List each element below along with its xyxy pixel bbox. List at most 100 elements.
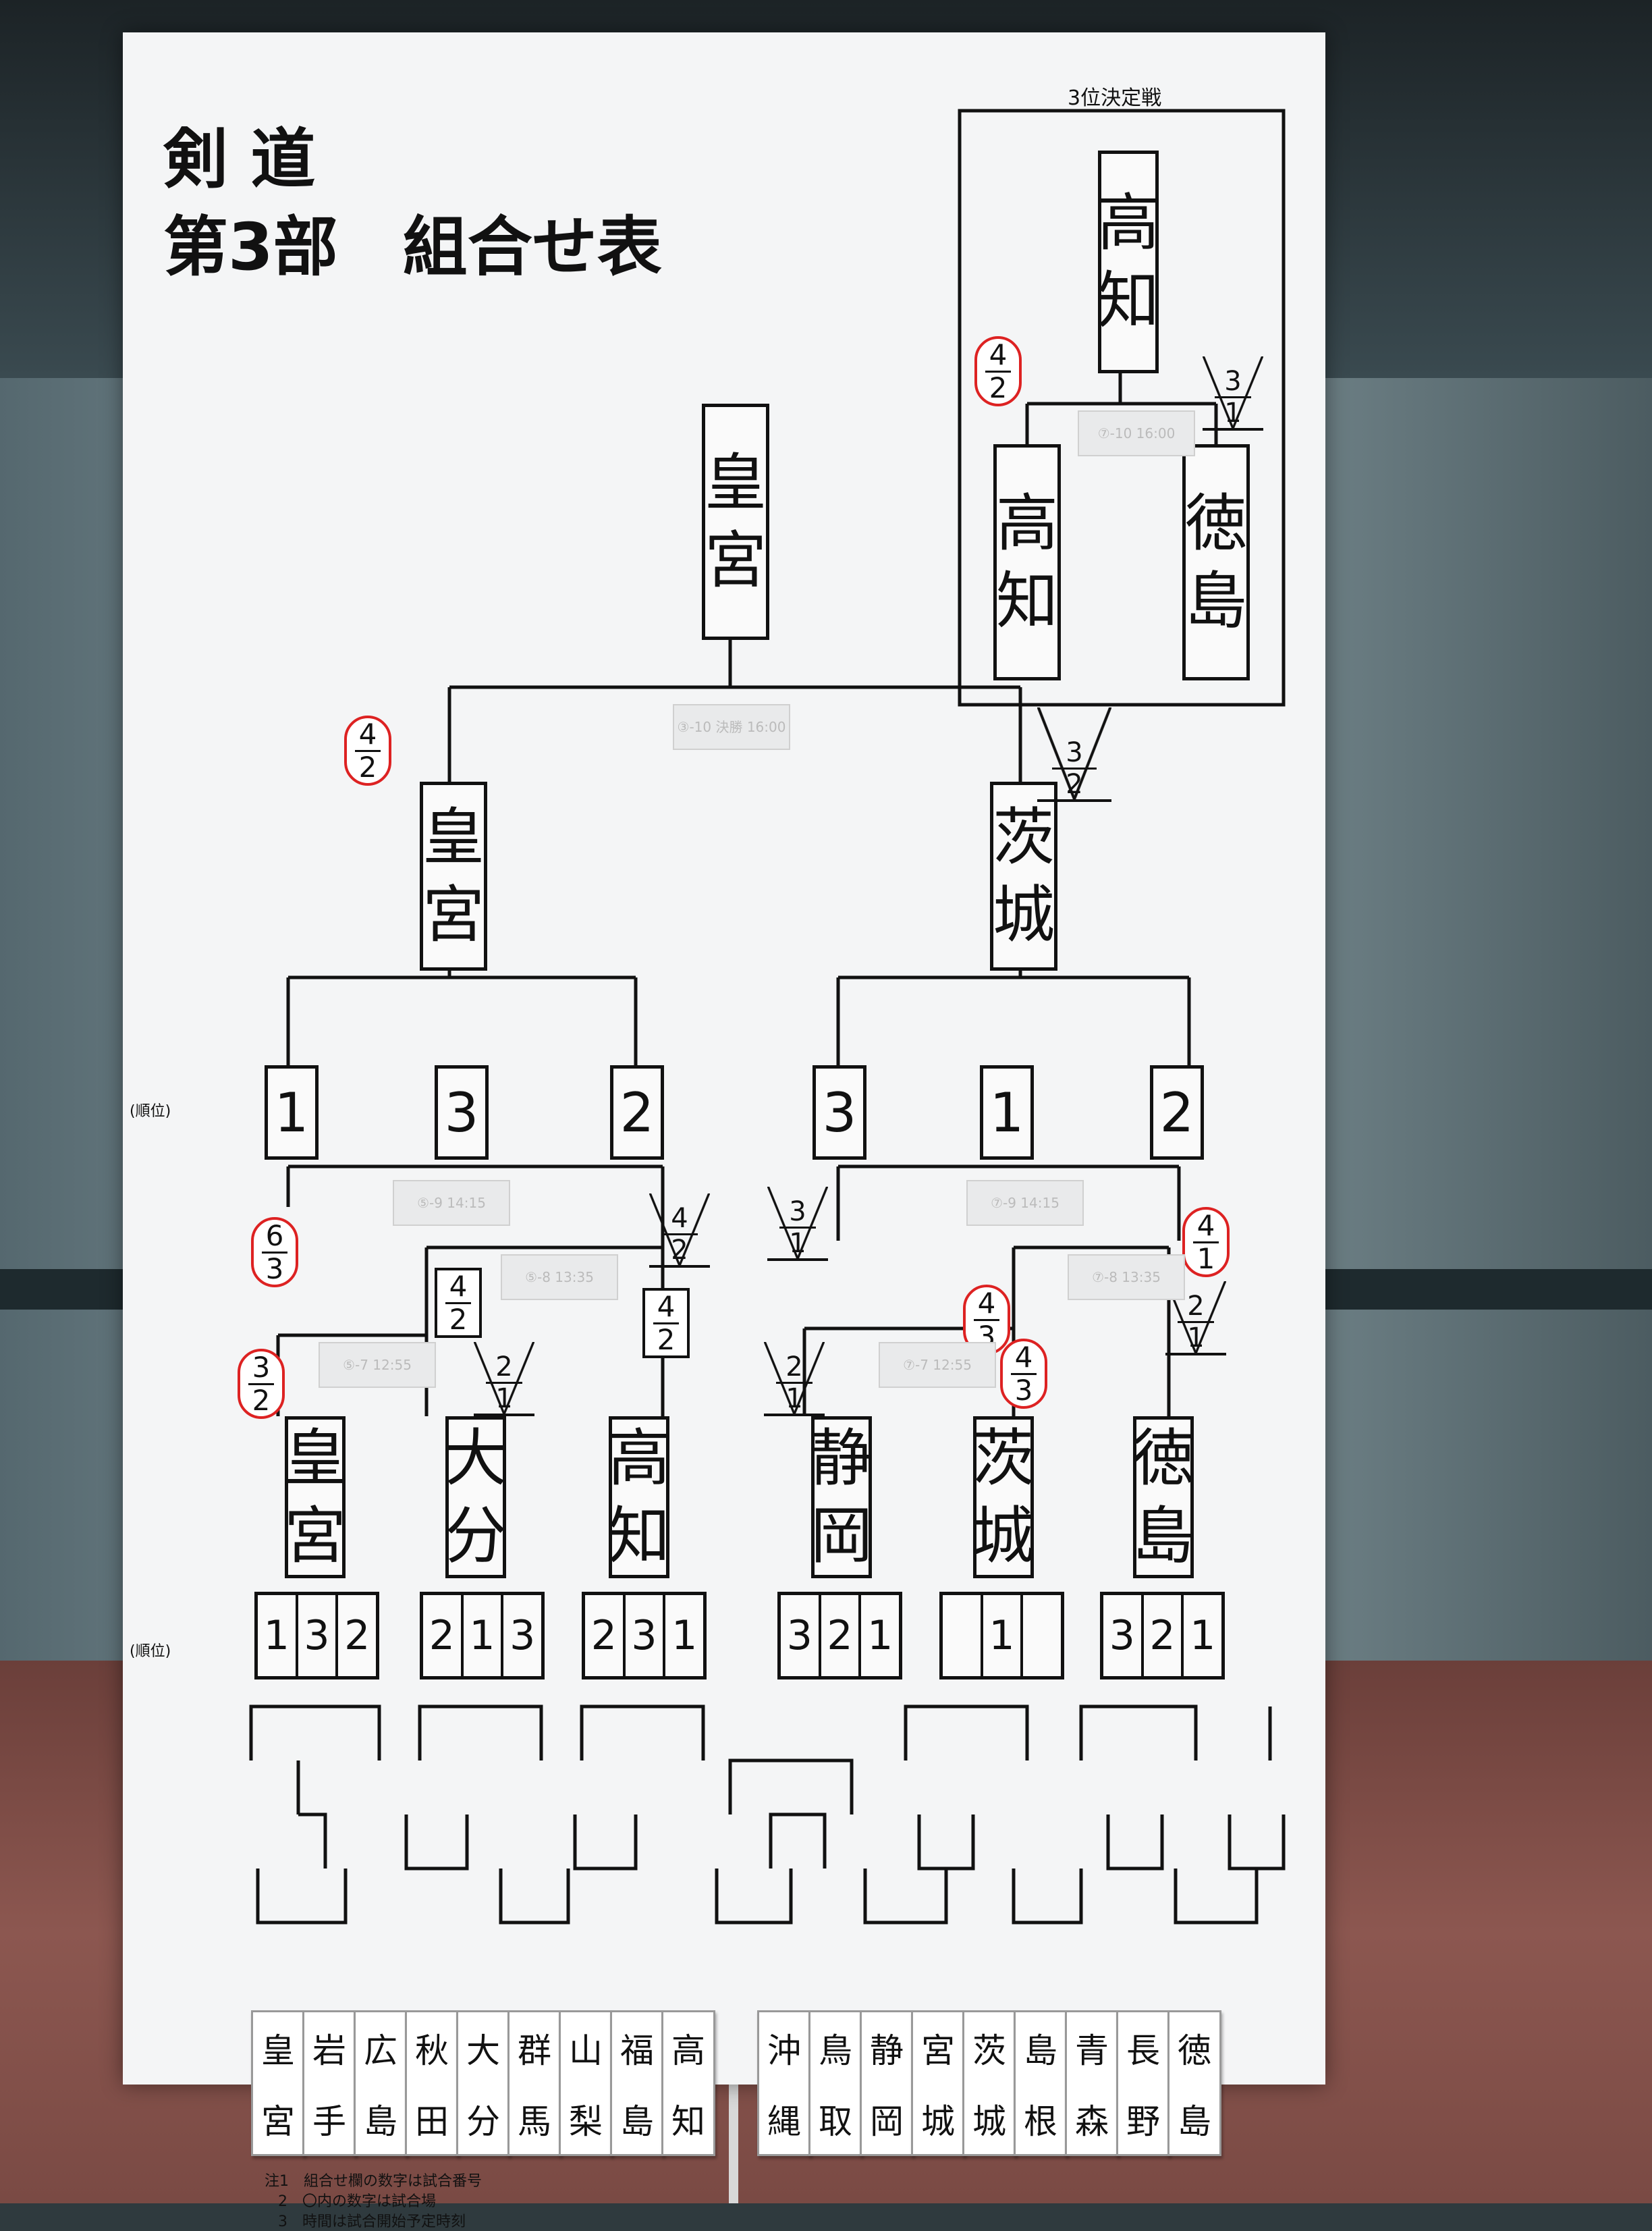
char: 島 bbox=[1185, 565, 1248, 637]
rank-cell: 1 bbox=[464, 1595, 504, 1676]
group-winner: 皇宮 bbox=[284, 1416, 347, 1578]
char: 群 bbox=[518, 2031, 551, 2070]
char: 城 bbox=[972, 2101, 1006, 2141]
char: 山 bbox=[569, 2031, 603, 2070]
rank-cell bbox=[943, 1595, 983, 1676]
score-top: 2 bbox=[1187, 1291, 1205, 1322]
match-time-tag: ⑤-7 12:55 bbox=[319, 1342, 436, 1388]
char: 根 bbox=[1024, 2101, 1057, 2141]
char: 茨 bbox=[972, 2031, 1006, 2070]
char: 島 bbox=[1132, 1500, 1195, 1572]
note-line: 2 〇内の数字は試合場 bbox=[278, 2193, 436, 2210]
char: 宮 bbox=[921, 2031, 955, 2070]
char: 梨 bbox=[569, 2101, 603, 2141]
board-title-sport: 剣 道 bbox=[163, 122, 316, 197]
score-top: 4 bbox=[1196, 1208, 1215, 1242]
match-time-tag: ⑦-7 12:55 bbox=[879, 1342, 996, 1388]
score-top: 4 bbox=[989, 338, 1008, 371]
score-top: 4 bbox=[358, 717, 377, 751]
score-bottom: 1 bbox=[1224, 398, 1242, 429]
score-top: 3 bbox=[789, 1196, 806, 1227]
char: 高 bbox=[996, 487, 1059, 560]
score-bottom: 2 bbox=[657, 1322, 676, 1356]
score-bottom: 2 bbox=[989, 371, 1008, 404]
score-top: 4 bbox=[657, 1289, 676, 1323]
char: 知 bbox=[671, 2101, 705, 2141]
rank-cell: 3 bbox=[781, 1595, 821, 1676]
score-bottom: 3 bbox=[265, 1252, 284, 1285]
char: 分 bbox=[466, 2101, 500, 2141]
char: 知 bbox=[1097, 265, 1160, 337]
prefecture-tag: 茨城 bbox=[962, 2010, 1016, 2156]
rank-cell: 1 bbox=[983, 1595, 1024, 1676]
prefecture-tag: 福島 bbox=[610, 2010, 664, 2156]
char: 長 bbox=[1126, 2031, 1160, 2070]
char: 田 bbox=[415, 2101, 449, 2141]
rank-cell: 2 bbox=[821, 1595, 862, 1676]
char: 島 bbox=[620, 2101, 654, 2141]
char: 徳 bbox=[1185, 487, 1248, 560]
char: 知 bbox=[608, 1500, 671, 1572]
char: 岩 bbox=[312, 2031, 346, 2070]
prefecture-tag: 沖縄 bbox=[757, 2010, 811, 2156]
char: 縄 bbox=[767, 2101, 801, 2141]
prefecture-tag: 広島 bbox=[354, 2010, 408, 2156]
rank-box: 3 bbox=[813, 1065, 866, 1160]
rank-cell: 2 bbox=[344, 1612, 370, 1659]
rank-cell: 3 bbox=[626, 1595, 666, 1676]
score-top: 2 bbox=[786, 1351, 803, 1382]
char: 秋 bbox=[415, 2031, 449, 2070]
rank-box: 2 bbox=[1150, 1065, 1204, 1160]
char: 島 bbox=[1024, 2031, 1057, 2070]
char: 茨 bbox=[993, 801, 1055, 873]
score-bottom: 2 bbox=[671, 1235, 688, 1266]
char: 宮 bbox=[261, 2101, 295, 2141]
score-top: 4 bbox=[1014, 1340, 1033, 1374]
rank-cell: 3 bbox=[510, 1612, 536, 1659]
char: 皇 bbox=[284, 1422, 347, 1495]
char: 徳 bbox=[1178, 2031, 1211, 2070]
char: 岡 bbox=[810, 1500, 873, 1572]
score-bottom: 1 bbox=[495, 1383, 513, 1414]
match-time-tag: ⑤-9 14:15 bbox=[393, 1180, 510, 1226]
char: 野 bbox=[1126, 2101, 1160, 2141]
char: 福 bbox=[620, 2031, 654, 2070]
group-winner: 茨城 bbox=[972, 1416, 1035, 1578]
score-top: 2 bbox=[495, 1351, 513, 1382]
rank-cell: 1 bbox=[1190, 1612, 1216, 1659]
prefecture-tag: 宮城 bbox=[911, 2010, 965, 2156]
prefecture-tag: 皇宮 bbox=[251, 2010, 305, 2156]
char: 宮 bbox=[284, 1500, 347, 1572]
score-bottom: 2 bbox=[449, 1302, 468, 1336]
match-time-tag: ⑤-8 13:35 bbox=[501, 1254, 618, 1300]
third-place-winner: 高 知 bbox=[1097, 151, 1160, 373]
rank-cell: 3 bbox=[1103, 1595, 1144, 1676]
third-place-header: 3位決定戦 bbox=[1068, 86, 1162, 110]
score-top: 6 bbox=[265, 1218, 284, 1252]
rank-box: 2 bbox=[610, 1065, 664, 1160]
prefecture-tag: 山梨 bbox=[559, 2010, 613, 2156]
group-winner: 静岡 bbox=[810, 1416, 873, 1578]
rank-cell bbox=[1023, 1595, 1061, 1676]
group-winner: 大分 bbox=[445, 1416, 507, 1578]
prefecture-tag: 群馬 bbox=[507, 2010, 561, 2156]
char: 静 bbox=[870, 2031, 904, 2070]
char: 広 bbox=[364, 2031, 397, 2070]
rank-cell: 2 bbox=[1144, 1595, 1184, 1676]
score-bottom: 1 bbox=[789, 1228, 806, 1259]
third-place-right: 徳 島 bbox=[1182, 444, 1250, 680]
board-title: 第3部 組合せ表 bbox=[163, 209, 662, 285]
finalist-left: 皇 宮 bbox=[420, 782, 487, 971]
